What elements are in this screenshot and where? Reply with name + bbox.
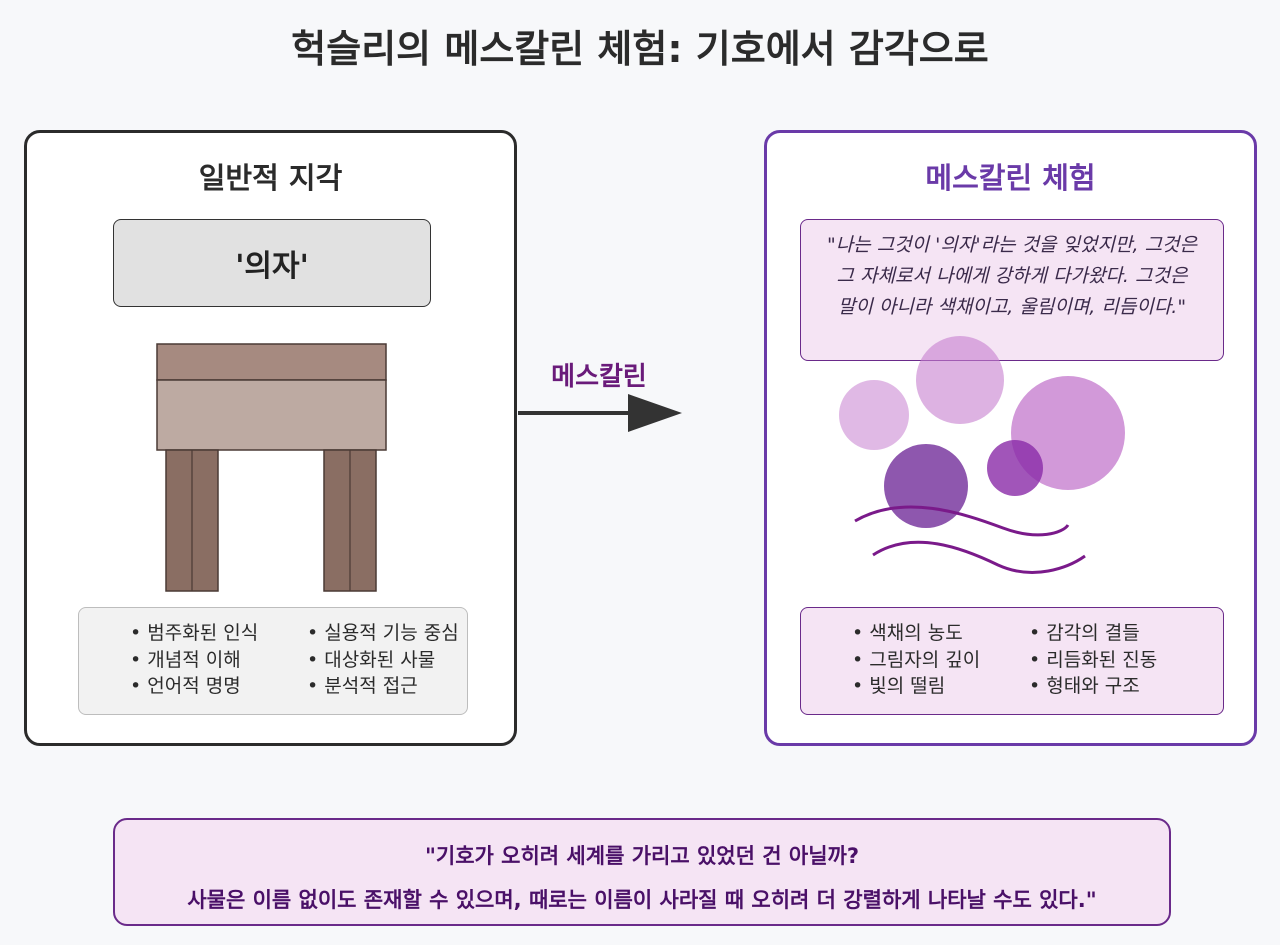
quote-line: 말이 아니라 색채이고, 울림이며, 리듬이다." (837, 296, 1187, 318)
list-item: 언어적 명명 (130, 673, 258, 700)
mescaline-experience-title: 메스칼린 체험 (925, 161, 1096, 195)
conclusion-quote-line1: "기호가 오히려 세계를 가리고 있었던 건 아닐까? (424, 844, 860, 868)
conclusion-quote-box: "기호가 오히려 세계를 가리고 있었던 건 아닐까? 사물은 이름 없이도 존… (113, 818, 1171, 926)
list-item: 형태와 구조 (1029, 673, 1157, 700)
list-item: 범주화된 인식 (130, 620, 258, 647)
ordinary-perception-title: 일반적 지각 (198, 161, 343, 195)
chair-backrest (156, 343, 387, 381)
chair-illustration (156, 343, 387, 592)
ordinary-traits-col2: 실용적 기능 중심 대상화된 사물 분석적 접근 (307, 620, 459, 700)
diagram-title: 헉슬리의 메스칼린 체험: 기호에서 감각으로 (291, 27, 989, 71)
ordinary-traits-list: 범주화된 인식 개념적 이해 언어적 명명 실용적 기능 중심 대상화된 사물 … (78, 607, 468, 715)
sensory-circle (916, 336, 1004, 424)
quote-line: 그 자체로서 나에게 강하게 다가왔다. 그것은 (836, 265, 1188, 287)
sensory-wave (854, 505, 1070, 537)
sensory-traits-col2: 감각의 결들 리듬화된 진동 형태와 구조 (1029, 620, 1157, 700)
list-item: 감각의 결들 (1029, 620, 1157, 647)
ordinary-perception-panel: 일반적 지각 '의자' 범주화된 인식 개념적 이해 언어적 명명 실용적 기능… (24, 130, 517, 746)
list-item: 대상화된 사물 (307, 647, 459, 674)
sensory-wave (872, 540, 1086, 574)
transition-arrow (518, 394, 682, 432)
conclusion-quote-line2: 사물은 이름 없이도 존재할 수 있으며, 때로는 이름이 사라질 때 오히려 … (187, 888, 1097, 912)
list-item: 실용적 기능 중심 (307, 620, 458, 647)
sensory-traits-list: 색채의 농도 그림자의 깊이 빛의 떨림 감각의 결들 리듬화된 진동 형태와 … (800, 607, 1224, 715)
sensory-circle (884, 444, 968, 528)
sensory-traits-col1: 색채의 농도 그림자의 깊이 빛의 떨림 (852, 620, 980, 700)
sensory-circle (987, 440, 1043, 496)
chair-word-label: '의자' (113, 219, 431, 307)
huxley-quote-box: "나는 그것이 '의자'라는 것을 잊었지만, 그것은 그 자체로서 나에게 강… (800, 219, 1224, 361)
list-item: 그림자의 깊이 (852, 647, 980, 674)
list-item: 리듬화된 진동 (1029, 647, 1157, 674)
sensory-visual (839, 336, 1125, 574)
list-item: 분석적 접근 (307, 673, 459, 700)
mescaline-arrow-label: 메스칼린 (551, 362, 647, 392)
sensory-circle (839, 380, 909, 450)
chair-seat (156, 379, 387, 451)
ordinary-traits-col1: 범주화된 인식 개념적 이해 언어적 명명 (130, 620, 258, 700)
mescaline-experience-panel: 메스칼린 체험 "나는 그것이 '의자'라는 것을 잊었지만, 그것은 그 자체… (764, 130, 1257, 746)
list-item: 빛의 떨림 (852, 673, 980, 700)
list-item: 색채의 농도 (852, 620, 980, 647)
quote-line: "나는 그것이 '의자'라는 것을 잊었지만, 그것은 (826, 234, 1198, 256)
list-item: 개념적 이해 (130, 647, 258, 674)
